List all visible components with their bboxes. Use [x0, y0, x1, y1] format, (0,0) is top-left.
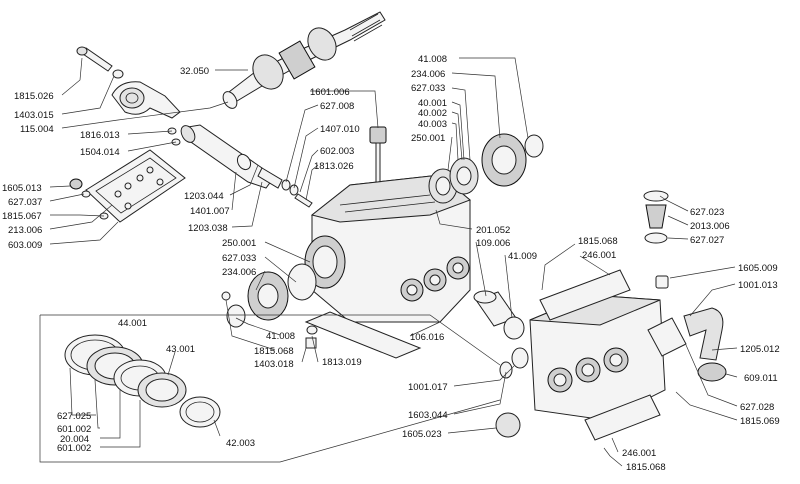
- label-627-033-right: 627.033: [411, 83, 445, 94]
- label-601-002-a: 601.002: [57, 424, 91, 435]
- label-1813-019: 1813.019: [322, 357, 362, 368]
- bearing-set-right: [428, 133, 544, 204]
- label-250-001-left: 250.001: [222, 238, 256, 249]
- label-234-006-left: 234.006: [222, 267, 256, 278]
- label-1401-007: 1401.007: [190, 206, 230, 217]
- label-1815-068-top: 1815.068: [578, 236, 618, 247]
- label-627-023: 627.023: [690, 207, 724, 218]
- label-201-052: 201.052: [476, 225, 510, 236]
- connecting-rod: [76, 46, 181, 119]
- label-1605-009: 1605.009: [738, 263, 778, 274]
- label-1815-067: 1815.067: [2, 211, 42, 222]
- label-627-033-left: 627.033: [222, 253, 256, 264]
- manifold-head: [495, 269, 666, 441]
- label-213-006: 213.006: [8, 225, 42, 236]
- label-234-006-right: 234.006: [411, 69, 445, 80]
- label-40-001: 40.001: [418, 98, 447, 109]
- label-602-003: 602.003: [320, 146, 354, 157]
- label-627-008: 627.008: [320, 101, 354, 112]
- plunger-sleeve: [473, 290, 525, 340]
- label-41-009: 41.009: [508, 251, 537, 262]
- oil-dipstick: [369, 126, 387, 184]
- label-601-002-b: 601.002: [57, 443, 91, 454]
- label-1403-018: 1403.018: [254, 359, 294, 370]
- label-627-027: 627.027: [690, 235, 724, 246]
- label-246-001-top: 246.001: [582, 250, 616, 261]
- label-40-003: 40.003: [418, 119, 447, 130]
- label-250-001-right: 250.001: [411, 133, 445, 144]
- label-1815-068-bottom: 1815.068: [626, 462, 666, 473]
- valve-assembly: [643, 190, 669, 244]
- label-1816-013: 1816.013: [80, 130, 120, 141]
- cover-plate: [69, 149, 186, 223]
- label-1001-017: 1001.017: [408, 382, 448, 393]
- label-246-001-bottom: 246.001: [622, 448, 656, 459]
- label-1203-038: 1203.038: [188, 223, 228, 234]
- label-32-050: 32.050: [180, 66, 209, 77]
- label-2013-006: 2013.006: [690, 221, 730, 232]
- label-1605-013: 1605.013: [2, 183, 42, 194]
- label-42-003: 42.003: [226, 438, 255, 449]
- label-40-002: 40.002: [418, 108, 447, 119]
- label-603-009: 603.009: [8, 240, 42, 251]
- label-44-001: 44.001: [118, 318, 147, 329]
- piston-guide: [167, 124, 313, 208]
- outlet-fittings: [647, 275, 727, 382]
- label-20-004: 20.004: [60, 434, 89, 445]
- label-41-008-right: 41.008: [418, 54, 447, 65]
- label-1001-013: 1001.013: [738, 280, 778, 291]
- seal-kit: [64, 334, 221, 428]
- part-labels: 32.050 1815.026 1403.015 115.004 1816.01…: [2, 54, 780, 473]
- label-627-025: 627.025: [57, 411, 91, 422]
- label-1815-069: 1815.069: [740, 416, 780, 427]
- crankcase: [304, 174, 471, 323]
- bearing-set-left: [221, 263, 317, 328]
- label-1205-012: 1205.012: [740, 344, 780, 355]
- label-1407-010: 1407.010: [320, 124, 360, 135]
- label-106-016: 106.016: [410, 332, 444, 343]
- label-1813-026: 1813.026: [314, 161, 354, 172]
- label-1504-014: 1504.014: [80, 147, 120, 158]
- label-609-011: 609.011: [744, 373, 778, 384]
- label-1815-068-left: 1815.068: [254, 346, 294, 357]
- leader-lines: [39, 57, 738, 467]
- label-1601-006: 1601.006: [310, 87, 350, 98]
- label-1403-015: 1403.015: [14, 110, 54, 121]
- label-627-037: 627.037: [8, 197, 42, 208]
- label-1603-044: 1603.044: [408, 410, 448, 421]
- label-627-028: 627.028: [740, 402, 774, 413]
- label-41-008-left: 41.008: [266, 331, 295, 342]
- label-1815-026: 1815.026: [14, 91, 54, 102]
- label-1203-044: 1203.044: [184, 191, 224, 202]
- label-43-001: 43.001: [166, 344, 195, 355]
- label-1605-023: 1605.023: [402, 429, 442, 440]
- label-115-004: 115.004: [20, 124, 54, 135]
- label-109-006: 109.006: [476, 238, 510, 249]
- crankshaft: [222, 11, 386, 109]
